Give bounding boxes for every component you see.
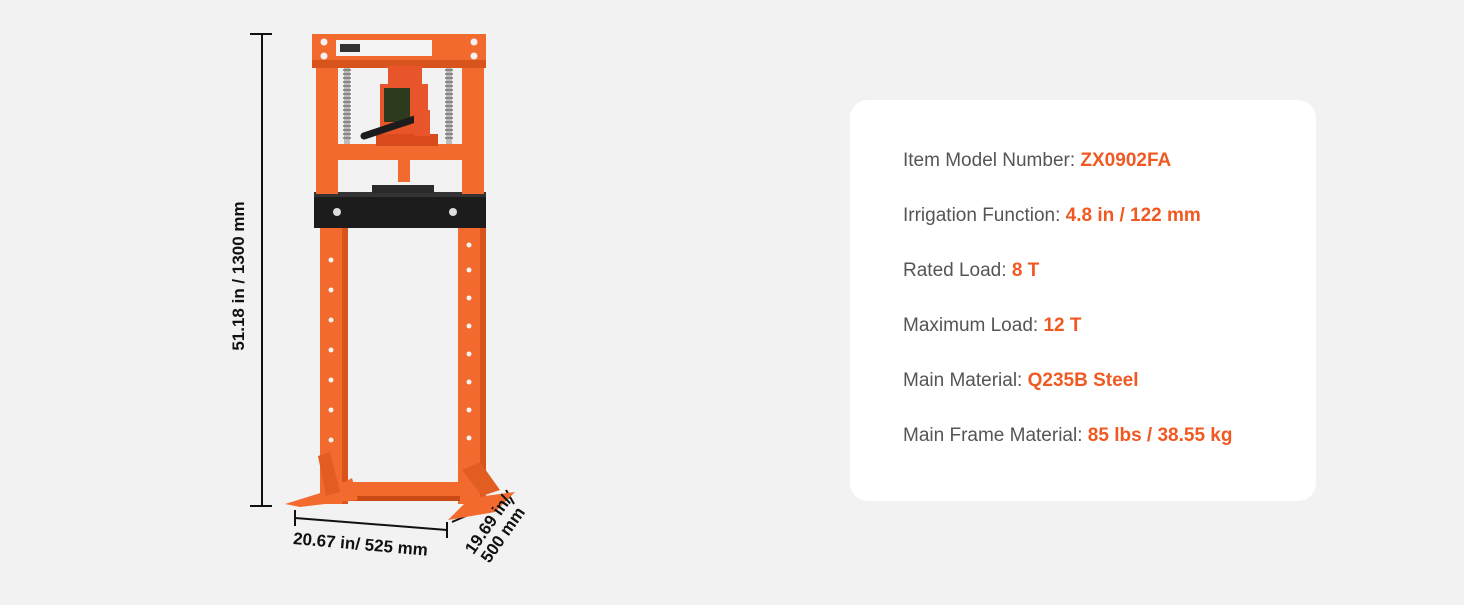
press-feet: [285, 452, 515, 520]
spec-irrigation-function: Irrigation Function: 4.8 in / 122 mm: [903, 200, 1232, 255]
spec-value: 4.8 in / 122 mm: [1065, 205, 1201, 226]
spec-label: Item Model Number:: [903, 150, 1081, 171]
spec-label: Main Material:: [903, 370, 1028, 391]
spec-value: Q235B Steel: [1027, 370, 1139, 391]
spec-value: 12 T: [1043, 315, 1082, 336]
shop-press-illustration: [250, 33, 515, 538]
spec-label: Maximum Load:: [903, 315, 1044, 336]
spec-rated-load: Rated Load: 8 T: [903, 255, 1232, 310]
height-dimension-label: 51.18 in / 1300 mm: [229, 201, 248, 351]
work-bed-beam: [314, 192, 486, 228]
spec-label: Rated Load:: [903, 260, 1012, 281]
spec-main-material: Main Material: Q235B Steel: [903, 365, 1232, 420]
bottom-brace: [342, 482, 460, 496]
bottle-jack: [360, 66, 438, 182]
spec-maximum-load: Maximum Load: 12 T: [903, 310, 1232, 365]
shop-press-figure: 51.18 in / 1300 mm 20.67 in/ 525 mm 19.6…: [0, 0, 560, 600]
spec-value: 85 lbs / 38.55 kg: [1087, 425, 1233, 446]
width-dimension-line: [294, 510, 448, 538]
spec-value: 8 T: [1011, 260, 1040, 281]
spec-label: Main Frame Material:: [903, 425, 1088, 446]
height-dimension-line: [250, 33, 272, 507]
press-plate: [372, 185, 434, 193]
upper-frame: [312, 34, 486, 194]
press-legs: [320, 226, 486, 504]
spec-main-frame-material: Main Frame Material: 85 lbs / 38.55 kg: [903, 420, 1232, 475]
specifications-list: Item Model Number: ZX0902FA Irrigation F…: [903, 145, 1232, 475]
spec-value: ZX0902FA: [1080, 150, 1172, 171]
spec-item-model-number: Item Model Number: ZX0902FA: [903, 145, 1232, 200]
spec-label: Irrigation Function:: [903, 205, 1066, 226]
return-springs: [343, 68, 453, 144]
specifications-card: Item Model Number: ZX0902FA Irrigation F…: [850, 100, 1316, 501]
